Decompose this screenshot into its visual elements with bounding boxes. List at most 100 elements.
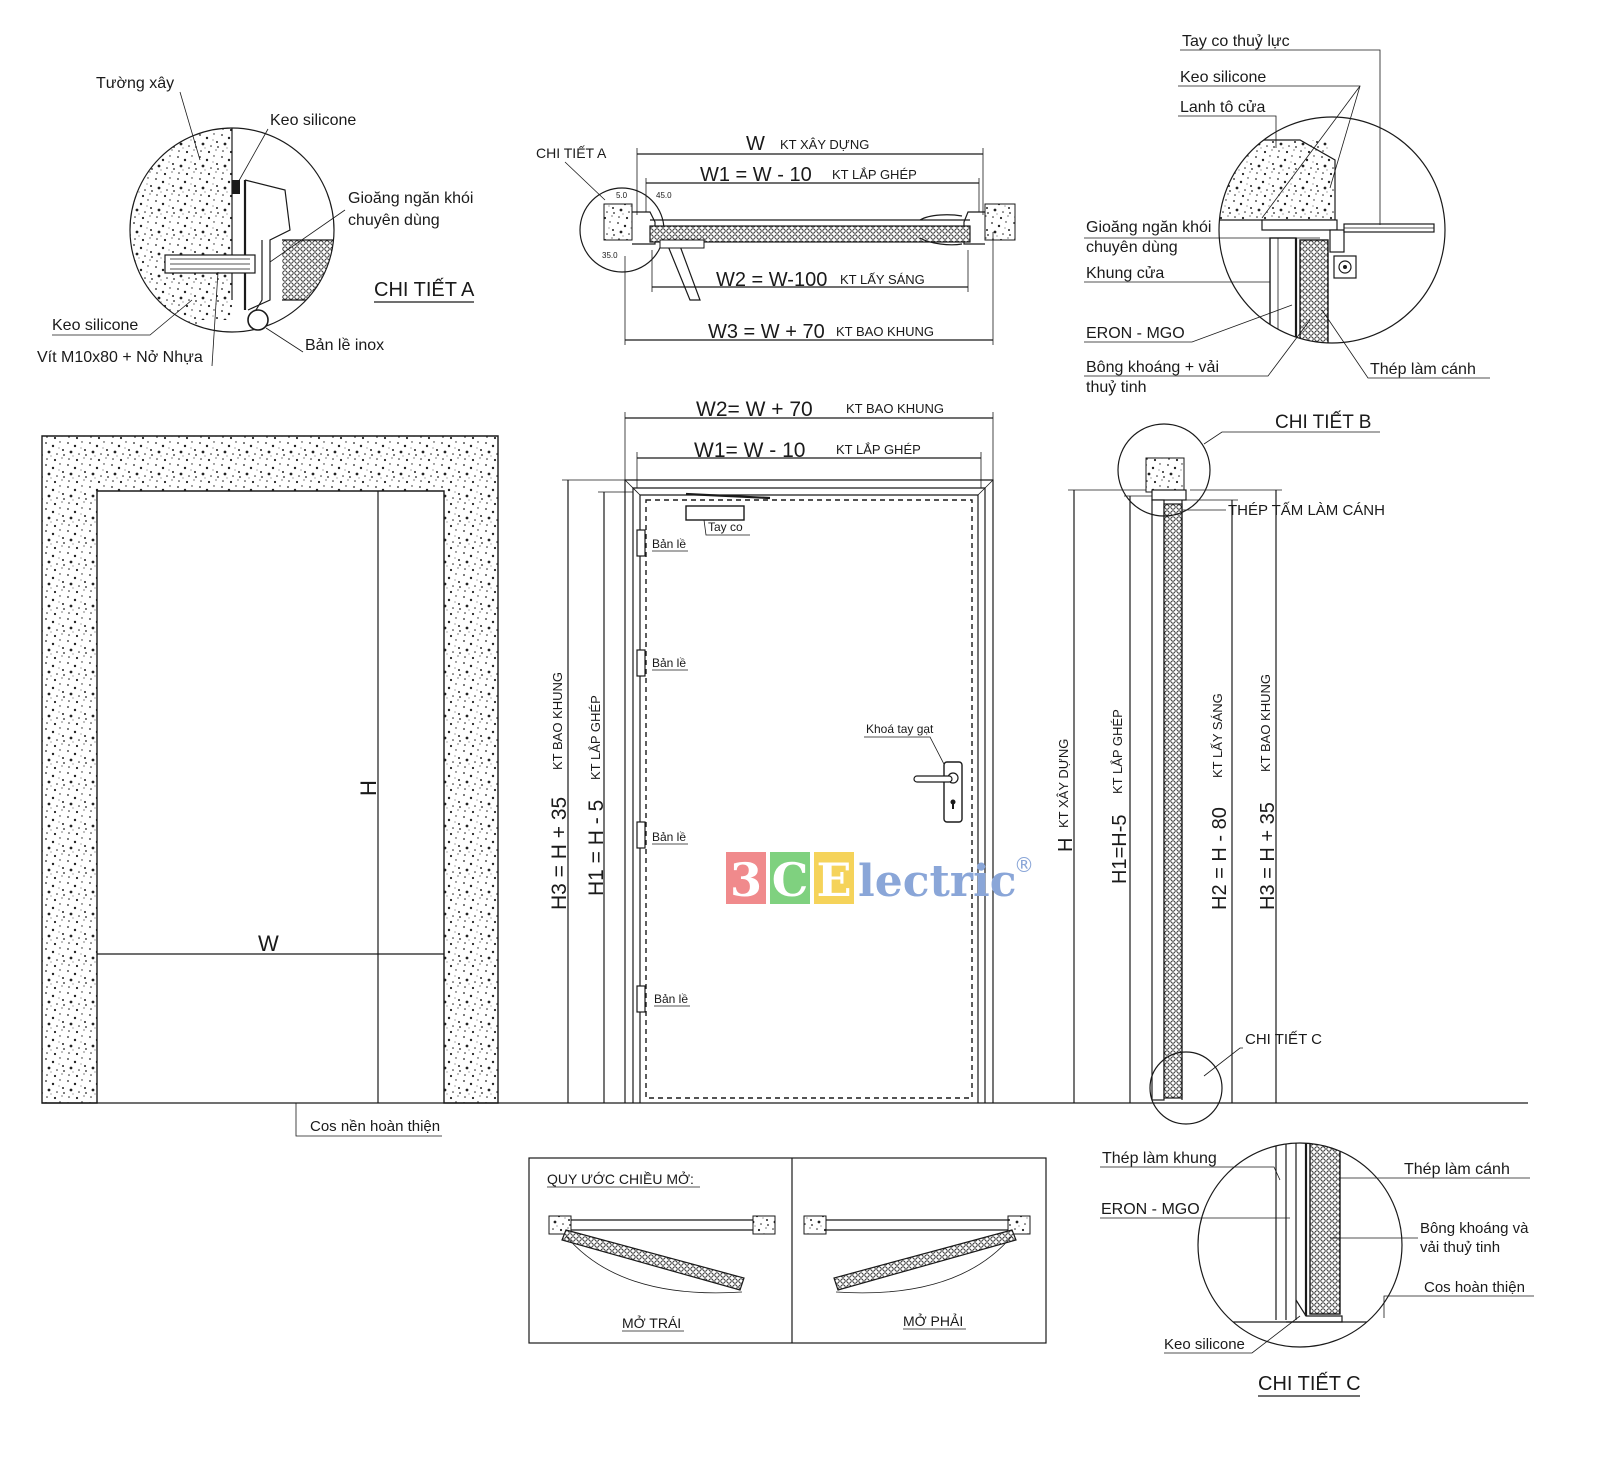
label-b-gasket-1: Gioăng ngăn khói (1086, 219, 1211, 236)
label-b-steel: Thép làm cánh (1370, 361, 1476, 378)
plan-view: CHI TIẾT A W KT XÂY DỰNG W1 = W - 10 KT … (536, 133, 1016, 345)
lever-lock (943, 761, 963, 823)
logo-e: E (816, 853, 851, 907)
lock-label: Khoá tay gạt (866, 722, 934, 736)
right-swing-leaf (833, 1229, 1017, 1291)
detail-a-title: CHI TIẾT A (374, 278, 475, 301)
label-gasket-2: chuyên dùng (348, 212, 440, 229)
detail-a: Tường xây Keo silicone Gioăng ngăn khói … (37, 75, 475, 367)
label-wall: Tường xây (96, 75, 174, 92)
label-closer: Tay co thuỷ lực (1182, 33, 1290, 50)
hinge-knuckle (247, 309, 269, 331)
detail-c-title: CHI TIẾT C (1258, 1372, 1361, 1395)
hinge-2 (636, 649, 646, 677)
opening-legend: QUY ƯỚC CHIỀU MỞ: MỞ TRÁI MỞ PHẢI (528, 1157, 1047, 1344)
front-w1-note: KT LẮP GHÉP (836, 442, 921, 457)
section-h3: H3 = H + 35 (1257, 802, 1279, 910)
detail-c-label: CHI TIẾT C (1245, 1031, 1322, 1048)
plan-w: W (746, 133, 765, 155)
hinge-1 (636, 529, 646, 557)
hinge-label-3: Bản lề (652, 830, 686, 844)
plan-w3: W3 = W + 70 (708, 321, 825, 343)
plan-detail-label: CHI TIẾT A (536, 145, 607, 161)
door-closer (685, 505, 745, 521)
label-silicone-bottom: Keo silicone (52, 317, 138, 334)
legend-left: MỞ TRÁI (622, 1314, 681, 1331)
front-h3: H3 = H + 35 (548, 797, 571, 910)
front-elevation: W2= W + 70 KT BAO KHUNG W1= W - 10 KT LẮ… (548, 398, 1034, 1103)
lever-handle (913, 775, 953, 783)
plan-w1: W1 = W - 10 (700, 164, 812, 186)
hinge-label-2: Bản lề (652, 656, 686, 670)
label-c-eron: ERON - MGO (1101, 1201, 1200, 1218)
front-w2-note: KT BAO KHUNG (846, 401, 944, 416)
label-b-wool-2: thuỷ tinh (1086, 379, 1146, 396)
front-h3-note: KT BAO KHUNG (550, 672, 565, 770)
hinge-label-1: Bản lề (652, 537, 686, 551)
insulation-fill (282, 240, 334, 300)
plan-w-note: KT XÂY DỰNG (780, 137, 869, 152)
label-b-silicone: Keo silicone (1180, 69, 1266, 86)
section-h2: H2 = H - 80 (1209, 807, 1231, 910)
label-c-wool-1: Bông khoáng và (1420, 1220, 1529, 1237)
section-h3-note: KT BAO KHUNG (1258, 674, 1273, 772)
opening-w: W (258, 931, 279, 956)
detail-b-core (1299, 239, 1329, 343)
plan-dim-45: 45.0 (656, 191, 672, 200)
detail-c-callout (1149, 1051, 1223, 1125)
detail-c: Thép làm khung Thép làm cánh ERON - MGO … (1100, 1142, 1534, 1397)
logo-reg: ® (1014, 853, 1034, 877)
hinge-3 (636, 821, 646, 849)
door-leaf (645, 499, 973, 1099)
label-silicone-top: Keo silicone (270, 112, 356, 129)
left-swing-leaf (561, 1229, 745, 1291)
front-h1: H1 = H - 5 (585, 800, 608, 896)
wall-opening: H W Cos nền hoàn thiện (41, 435, 499, 1137)
label-gasket-1: Gioăng ngăn khói (348, 190, 473, 207)
label-frame: Khung cửa (1086, 265, 1164, 282)
section-leaf (1163, 503, 1183, 1099)
plan-dim-35: 35.0 (602, 251, 618, 260)
plan-dim-5: 5.0 (616, 191, 628, 200)
section-h1: H1=H-5 (1109, 815, 1131, 884)
plan-closer-arm (667, 245, 701, 301)
detail-b: Tay co thuỷ lực Keo silicone Lanh tô cửa… (1084, 33, 1490, 396)
section-h: H (1055, 838, 1077, 852)
legend-title: QUY ƯỚC CHIỀU MỞ: (547, 1170, 694, 1187)
logo-text: lectric (858, 856, 1017, 907)
label-b-wool-1: Bông khoáng + vải (1086, 359, 1219, 376)
plan-w2: W2 = W-100 (716, 269, 827, 291)
section-view: H KT XÂY DỰNG H1=H-5 KT LẮP GHÉP H2 = H … (1055, 411, 1385, 1125)
label-c-floor: Cos hoàn thiện (1424, 1279, 1525, 1296)
hinge-4 (636, 985, 646, 1013)
plan-w1-note: KT LẮP GHÉP (832, 167, 917, 182)
label-hinge: Bản lề inox (305, 337, 384, 354)
opening-h: H (356, 780, 381, 796)
logo-digit: 3 (730, 853, 762, 907)
detail-b-callout (1117, 423, 1211, 517)
label-c-wool-2: vải thuỷ tinh (1420, 1239, 1500, 1256)
detail-b-title: CHI TIẾT B (1275, 411, 1371, 433)
plan-leaf (649, 225, 971, 243)
detail-c-core (1309, 1143, 1341, 1315)
label-screw: Vít M10x80 + Nở Nhựa (37, 349, 203, 366)
section-h-note: KT XÂY DỰNG (1056, 739, 1071, 828)
closer-label: Tay co (708, 520, 743, 534)
label-c-leaf: Thép làm cánh (1404, 1161, 1510, 1178)
front-w2: W2= W + 70 (696, 398, 813, 421)
floor-label: Cos nền hoàn thiện (310, 1118, 440, 1135)
front-w1: W1= W - 10 (694, 439, 805, 462)
section-h1-note: KT LẮP GHÉP (1110, 709, 1125, 794)
label-c-frame: Thép làm khung (1102, 1150, 1217, 1167)
hinge-label-4: Bản lề (654, 992, 688, 1006)
label-b-gasket-2: chuyên dùng (1086, 239, 1178, 256)
label-lintel: Lanh tô cửa (1180, 99, 1266, 116)
plan-w3-note: KT BAO KHUNG (836, 324, 934, 339)
label-b-eron: ERON - MGO (1086, 325, 1185, 342)
plan-w2-note: KT LẤY SÁNG (840, 272, 925, 287)
front-h1-note: KT LẮP GHÉP (588, 695, 603, 780)
logo-c: C (772, 853, 809, 907)
brand-logo: 3 C E lectric ® (726, 852, 1034, 907)
label-leaf-steel: THÉP TẤM LÀM CÁNH (1228, 502, 1385, 519)
